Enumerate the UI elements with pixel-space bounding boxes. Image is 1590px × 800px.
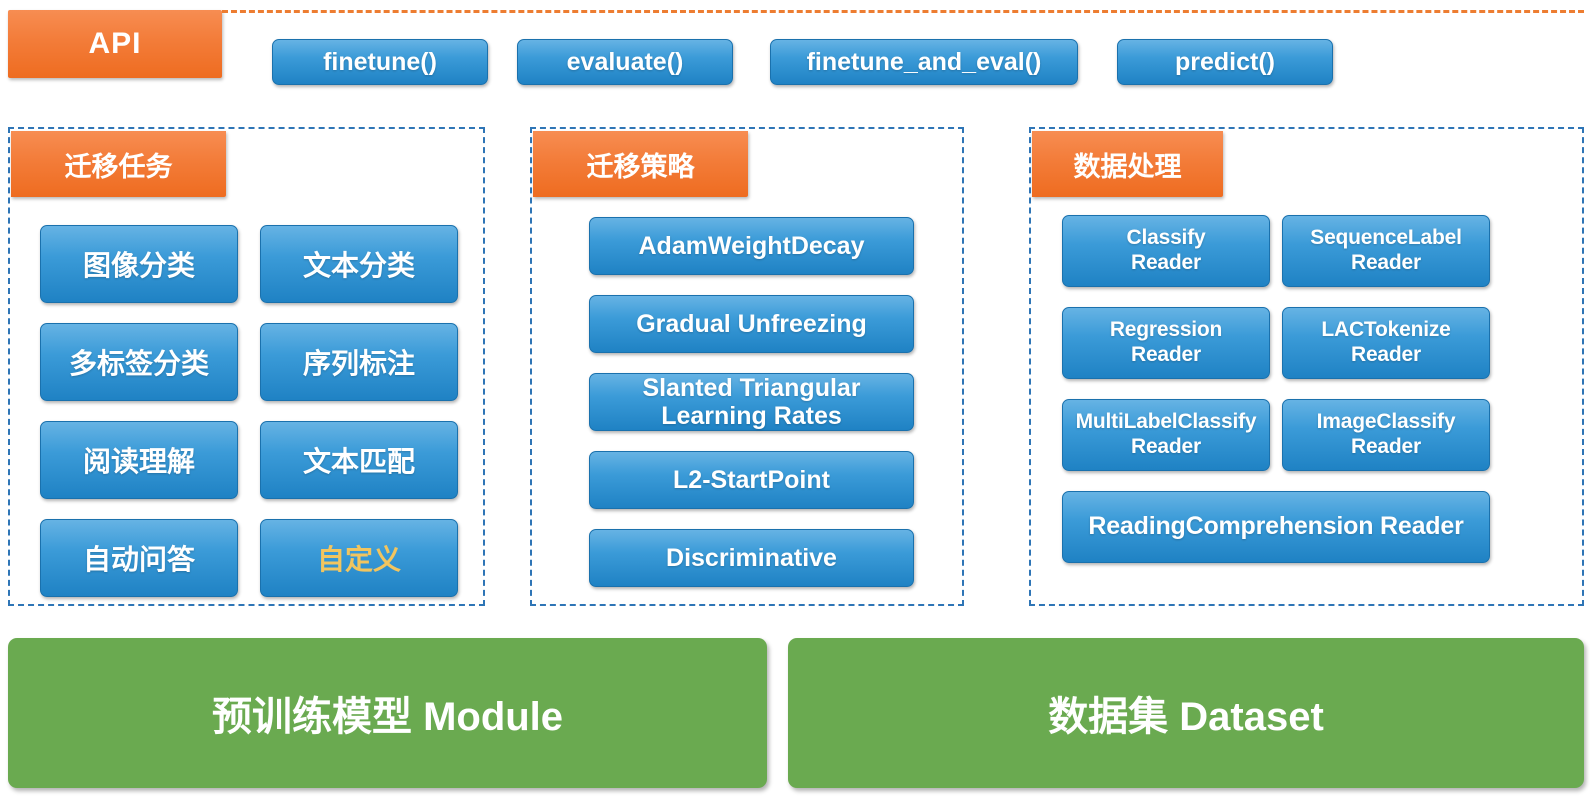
task-custom: 自定义 [260,519,458,597]
strategy-gradual-unfreezing: Gradual Unfreezing [589,295,914,353]
api-section-dashed-line [222,10,1584,13]
reader-reading-comprehension: ReadingComprehension Reader [1062,491,1490,563]
strategies-list: AdamWeightDecay Gradual Unfreezing Slant… [589,217,914,587]
reader-multilabel-classify: MultiLabelClassify Reader [1062,399,1270,471]
panel-title-transfer-strategies: 迁移策略 [533,131,748,197]
api-badge: API [8,10,222,78]
api-method-predict: predict() [1117,39,1333,85]
task-question-answering: 自动问答 [40,519,238,597]
task-text-matching: 文本匹配 [260,421,458,499]
reader-regression: Regression Reader [1062,307,1270,379]
task-reading-comprehension: 阅读理解 [40,421,238,499]
api-method-evaluate: evaluate() [517,39,733,85]
dataset-bar: 数据集 Dataset [788,638,1584,788]
panel-title-data-processing: 数据处理 [1032,131,1223,197]
tasks-grid: 图像分类 文本分类 多标签分类 序列标注 阅读理解 文本匹配 自动问答 自定义 [40,225,458,597]
api-method-finetune: finetune() [272,39,488,85]
panel-transfer-strategies: 迁移策略 AdamWeightDecay Gradual Unfreezing … [530,127,964,606]
strategy-discriminative: Discriminative [589,529,914,587]
reader-sequence-label: SequenceLabel Reader [1282,215,1490,287]
task-image-classification: 图像分类 [40,225,238,303]
strategy-l2-startpoint: L2-StartPoint [589,451,914,509]
task-sequence-labeling: 序列标注 [260,323,458,401]
task-text-classification: 文本分类 [260,225,458,303]
strategy-adam-weight-decay: AdamWeightDecay [589,217,914,275]
pretrained-model-module-bar: 预训练模型 Module [8,638,767,788]
readers-grid: Classify Reader SequenceLabel Reader Reg… [1062,215,1490,563]
panel-transfer-tasks: 迁移任务 图像分类 文本分类 多标签分类 序列标注 阅读理解 文本匹配 自动问答… [8,127,485,606]
reader-lac-tokenize: LACTokenize Reader [1282,307,1490,379]
api-method-finetune-and-eval: finetune_and_eval() [770,39,1078,85]
panel-title-transfer-tasks: 迁移任务 [11,131,226,197]
task-multilabel-classification: 多标签分类 [40,323,238,401]
strategy-slanted-triangular-lr: Slanted Triangular Learning Rates [589,373,914,431]
reader-classify: Classify Reader [1062,215,1270,287]
reader-image-classify: ImageClassify Reader [1282,399,1490,471]
panel-data-processing: 数据处理 Classify Reader SequenceLabel Reade… [1029,127,1584,606]
